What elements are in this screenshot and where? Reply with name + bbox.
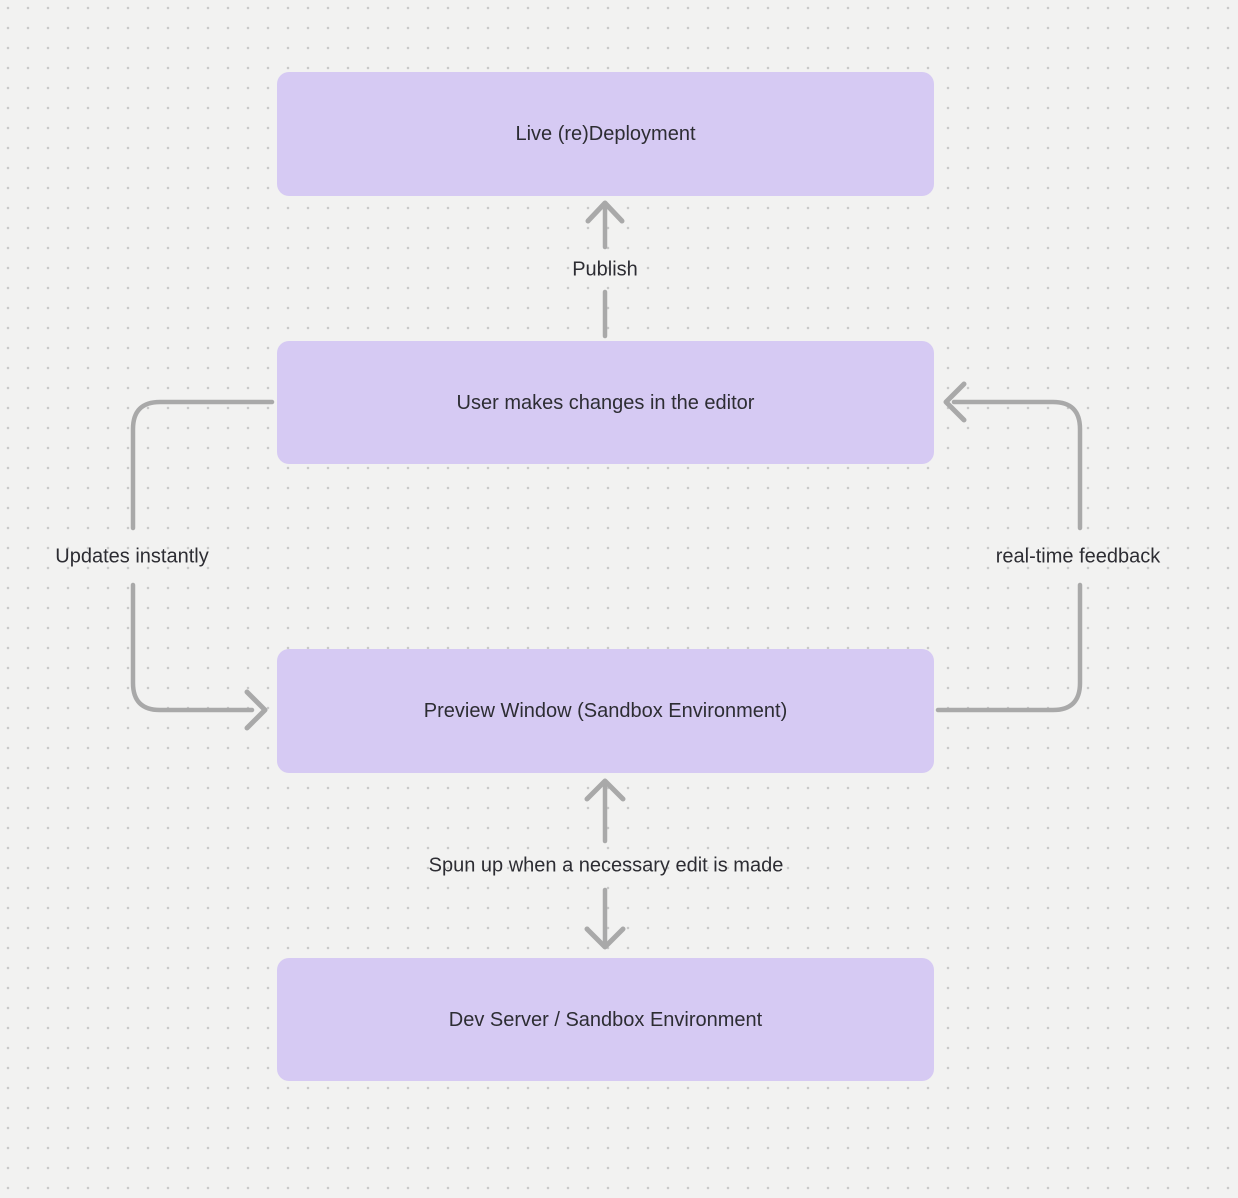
arrowhead-down-icon: [584, 926, 626, 950]
node-preview-window: Preview Window (Sandbox Environment): [277, 649, 934, 773]
edge-label-publish: Publish: [572, 258, 638, 281]
arrow-shaft: [935, 582, 1083, 713]
edge-label-updates-instantly: Updates instantly: [55, 545, 209, 568]
node-editor: User makes changes in the editor: [277, 341, 934, 464]
node-dev-server: Dev Server / Sandbox Environment: [277, 958, 934, 1081]
arrowhead-left-icon: [943, 381, 967, 423]
node-preview-window-label: Preview Window (Sandbox Environment): [423, 700, 788, 722]
arrowhead-right-icon: [244, 689, 268, 731]
arrow-shaft: [130, 582, 255, 713]
node-live-deployment: Live (re)Deployment: [277, 72, 934, 196]
arrow-shaft: [130, 399, 275, 531]
arrow-shaft: [951, 399, 1083, 531]
edge-label-spun-up: Spun up when a necessary edit is made: [428, 854, 784, 877]
arrowhead-up-icon: [584, 778, 626, 802]
arrowhead-up-icon: [585, 200, 625, 224]
node-live-deployment-label: Live (re)Deployment: [515, 123, 696, 145]
edge-label-real-time-feedback: real-time feedback: [995, 545, 1161, 568]
node-dev-server-label: Dev Server / Sandbox Environment: [448, 1008, 763, 1031]
node-editor-label: User makes changes in the editor: [456, 391, 755, 414]
